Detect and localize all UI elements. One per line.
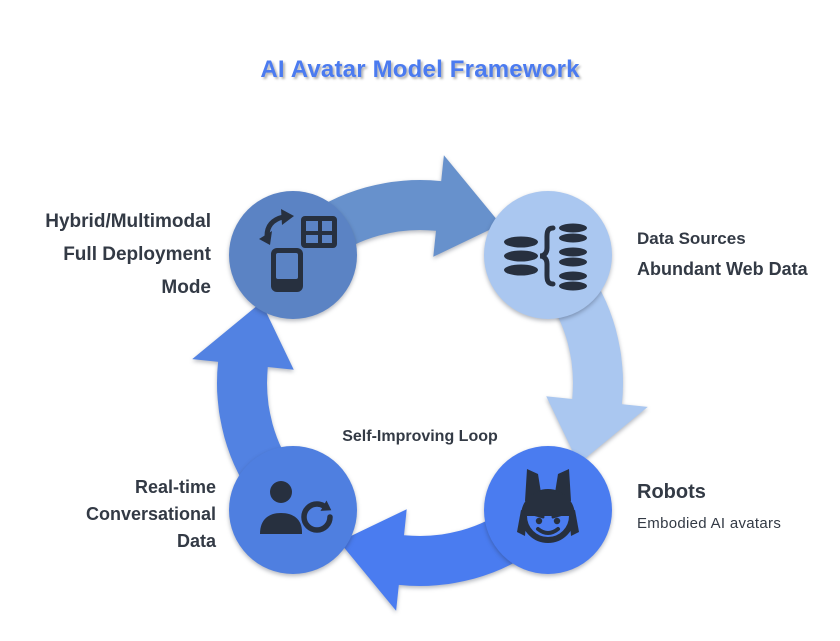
label-deployment-line1: Hybrid/Multimodal	[45, 211, 211, 232]
diagram-title: AI Avatar Model Framework	[260, 56, 580, 83]
label-retraining-line2: Conversational	[85, 504, 216, 524]
label-deployment-line2: Full Deployment	[63, 244, 211, 265]
node-circle-retraining	[229, 446, 357, 574]
database-branch-icon	[504, 223, 587, 291]
label-retraining-line1: Real-time	[134, 477, 216, 497]
phone-sync-grid-icon	[259, 209, 337, 292]
label-web-data-subtitle: Abundant Web Data	[637, 259, 808, 279]
label-robots: Robots Embodied AI avatars	[637, 476, 781, 540]
label-deployment: Hybrid/Multimodal Full Deployment Mode	[0, 205, 211, 304]
label-deployment-line3: Mode	[161, 277, 211, 298]
label-web-data: Data Sources Abundant Web Data	[637, 224, 808, 284]
label-retraining-line3: Data	[176, 531, 216, 551]
label-web-data-heading: Data Sources	[637, 229, 746, 248]
node-circle-web-data	[484, 191, 612, 319]
cycle-center-caption: Self-Improving Loop	[342, 428, 498, 445]
label-retraining: Real-time Conversational Data	[0, 474, 216, 555]
user-refresh-icon	[260, 481, 333, 534]
label-robots-heading: Robots	[637, 481, 706, 503]
avatar-mask-icon	[517, 469, 579, 543]
label-robots-subtitle: Embodied AI avatars	[637, 515, 782, 532]
